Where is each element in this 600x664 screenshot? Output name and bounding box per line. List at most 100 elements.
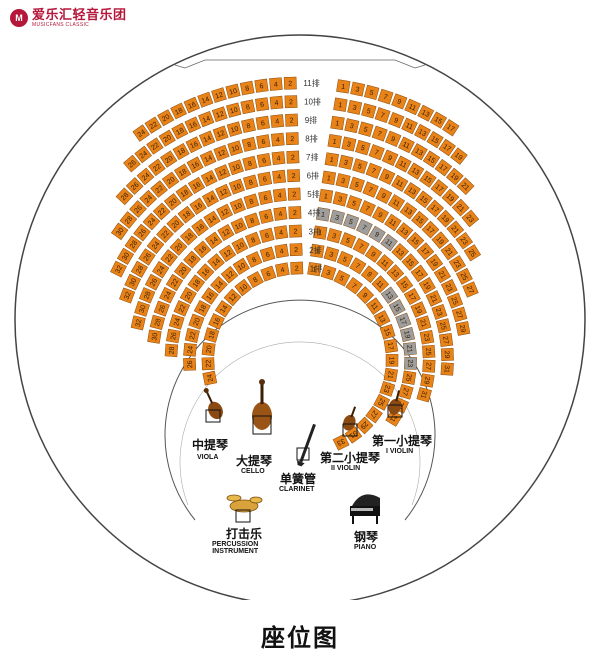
left-row-5-seat-26[interactable]: 26 <box>144 273 162 291</box>
right-row-5-seat-13[interactable]: 13 <box>395 222 414 240</box>
left-row-8-seat-4[interactable]: 4 <box>270 132 285 147</box>
right-row-11-seat-9[interactable]: 9 <box>391 93 408 110</box>
right-row-4-seat-19[interactable]: 19 <box>418 277 436 295</box>
left-row-4-seat-22[interactable]: 22 <box>165 273 184 292</box>
left-row-5-seat-4[interactable]: 4 <box>272 188 287 203</box>
left-row-5-seat-6[interactable]: 6 <box>258 190 273 206</box>
right-row-5-seat-5[interactable]: 5 <box>346 195 363 212</box>
right-row-2-seat-21[interactable]: 21 <box>403 341 417 356</box>
right-row-1-seat-25[interactable]: 25 <box>373 393 391 411</box>
right-row-8-seat-5[interactable]: 5 <box>355 139 371 156</box>
left-row-3-seat-18[interactable]: 18 <box>187 274 206 293</box>
right-row-11-seat-15[interactable]: 15 <box>429 111 448 129</box>
right-row-8-seat-15[interactable]: 15 <box>419 170 437 188</box>
left-row-9-seat-28[interactable]: 28 <box>115 187 134 206</box>
left-row-5-seat-30[interactable]: 30 <box>134 301 150 317</box>
left-row-2-seat-18[interactable]: 18 <box>193 299 211 317</box>
right-row-6-seat-9[interactable]: 9 <box>375 187 393 205</box>
right-row-8-seat-21[interactable]: 21 <box>451 198 470 217</box>
left-row-11-seat-4[interactable]: 4 <box>269 77 283 91</box>
left-row-4-seat-12[interactable]: 12 <box>217 223 235 242</box>
left-row-5-seat-28[interactable]: 28 <box>138 287 156 304</box>
right-row-6-seat-23[interactable]: 23 <box>448 255 466 273</box>
right-row-4-seat-31[interactable]: 31 <box>440 362 454 376</box>
left-row-6-seat-12[interactable]: 12 <box>215 183 232 201</box>
left-row-6-seat-4[interactable]: 4 <box>272 169 287 184</box>
left-row-6-seat-30[interactable]: 30 <box>124 273 142 291</box>
right-row-2-seat-13[interactable]: 13 <box>380 286 399 304</box>
right-row-5-seat-23[interactable]: 23 <box>440 279 458 296</box>
left-row-6-seat-24[interactable]: 24 <box>146 236 165 254</box>
left-row-5-seat-10[interactable]: 10 <box>229 197 246 215</box>
right-row-9-seat-11[interactable]: 11 <box>398 136 415 154</box>
left-row-6-seat-22[interactable]: 22 <box>156 225 174 244</box>
left-row-3-seat-20[interactable]: 20 <box>179 286 197 304</box>
left-row-1-seat-12[interactable]: 12 <box>223 288 242 307</box>
left-row-3-seat-14[interactable]: 14 <box>207 253 225 271</box>
right-row-6-seat-3[interactable]: 3 <box>335 173 351 189</box>
left-row-8-seat-28[interactable]: 28 <box>119 211 138 229</box>
right-row-5-seat-11[interactable]: 11 <box>384 213 402 232</box>
left-row-7-seat-28[interactable]: 28 <box>124 235 142 253</box>
left-row-4-seat-28[interactable]: 28 <box>149 314 166 331</box>
left-row-8-seat-18[interactable]: 18 <box>173 163 192 181</box>
left-row-2-seat-10[interactable]: 10 <box>232 257 250 276</box>
left-row-10-seat-18[interactable]: 18 <box>171 122 189 140</box>
right-row-7-seat-21[interactable]: 21 <box>446 220 465 239</box>
right-row-1-seat-15[interactable]: 15 <box>379 324 396 340</box>
left-row-4-seat-18[interactable]: 18 <box>183 250 201 269</box>
left-row-1-seat-6[interactable]: 6 <box>260 265 277 282</box>
left-row-5-seat-22[interactable]: 22 <box>160 249 178 267</box>
left-row-7-seat-32[interactable]: 32 <box>110 260 127 278</box>
right-row-9-seat-3[interactable]: 3 <box>344 118 360 134</box>
left-row-4-seat-30[interactable]: 30 <box>147 329 162 344</box>
right-row-1-seat-33[interactable]: 33 <box>332 433 350 451</box>
right-row-7-seat-19[interactable]: 19 <box>436 209 455 228</box>
right-row-10-seat-19[interactable]: 19 <box>450 147 468 165</box>
right-row-2-seat-25[interactable]: 25 <box>401 370 417 385</box>
left-row-11-seat-8[interactable]: 8 <box>239 80 255 96</box>
left-row-7-seat-2[interactable]: 2 <box>286 150 300 164</box>
right-row-4-seat-27[interactable]: 27 <box>439 332 454 348</box>
left-row-8-seat-2[interactable]: 2 <box>285 132 299 146</box>
left-row-6-seat-10[interactable]: 10 <box>228 178 245 195</box>
right-row-1-seat-17[interactable]: 17 <box>383 338 399 354</box>
left-row-1-seat-8[interactable]: 8 <box>246 271 264 289</box>
left-row-9-seat-18[interactable]: 18 <box>172 142 190 161</box>
left-row-7-seat-14[interactable]: 14 <box>200 170 218 187</box>
left-row-4-seat-14[interactable]: 14 <box>204 231 223 250</box>
right-row-8-seat-1[interactable]: 1 <box>327 134 342 149</box>
left-row-11-seat-20[interactable]: 20 <box>157 109 175 127</box>
right-row-7-seat-17[interactable]: 17 <box>426 199 444 218</box>
right-row-3-seat-31[interactable]: 31 <box>416 386 432 403</box>
left-row-7-seat-30[interactable]: 30 <box>116 247 135 265</box>
left-row-10-seat-24[interactable]: 24 <box>134 145 152 164</box>
right-row-4-seat-7[interactable]: 7 <box>356 218 373 236</box>
right-row-4-seat-13[interactable]: 13 <box>391 242 410 261</box>
right-row-11-seat-3[interactable]: 3 <box>350 81 366 97</box>
left-row-9-seat-20[interactable]: 20 <box>160 150 178 168</box>
left-row-6-seat-32[interactable]: 32 <box>119 287 136 304</box>
right-row-4-seat-15[interactable]: 15 <box>401 253 420 271</box>
right-row-1-seat-11[interactable]: 11 <box>365 297 384 315</box>
left-row-10-seat-6[interactable]: 6 <box>255 97 270 112</box>
right-row-4-seat-23[interactable]: 23 <box>431 303 448 320</box>
right-row-8-seat-9[interactable]: 9 <box>381 149 399 166</box>
left-row-1-seat-16[interactable]: 16 <box>208 313 225 330</box>
left-row-7-seat-16[interactable]: 16 <box>187 176 206 194</box>
right-row-3-seat-7[interactable]: 7 <box>352 237 370 255</box>
left-row-5-seat-12[interactable]: 12 <box>216 203 234 221</box>
right-row-5-seat-1[interactable]: 1 <box>318 188 334 204</box>
right-row-8-seat-11[interactable]: 11 <box>394 155 412 173</box>
left-row-9-seat-6[interactable]: 6 <box>255 115 270 131</box>
right-row-3-seat-3[interactable]: 3 <box>326 228 342 244</box>
left-row-7-seat-24[interactable]: 24 <box>142 212 161 231</box>
right-row-2-seat-17[interactable]: 17 <box>395 312 412 329</box>
right-row-5-seat-9[interactable]: 9 <box>372 206 389 224</box>
right-row-11-seat-5[interactable]: 5 <box>364 84 380 101</box>
left-row-3-seat-8[interactable]: 8 <box>245 231 262 248</box>
left-row-3-seat-12[interactable]: 12 <box>218 244 237 262</box>
right-row-10-seat-7[interactable]: 7 <box>374 107 391 124</box>
left-row-6-seat-2[interactable]: 2 <box>287 169 301 183</box>
left-row-4-seat-4[interactable]: 4 <box>273 206 288 221</box>
